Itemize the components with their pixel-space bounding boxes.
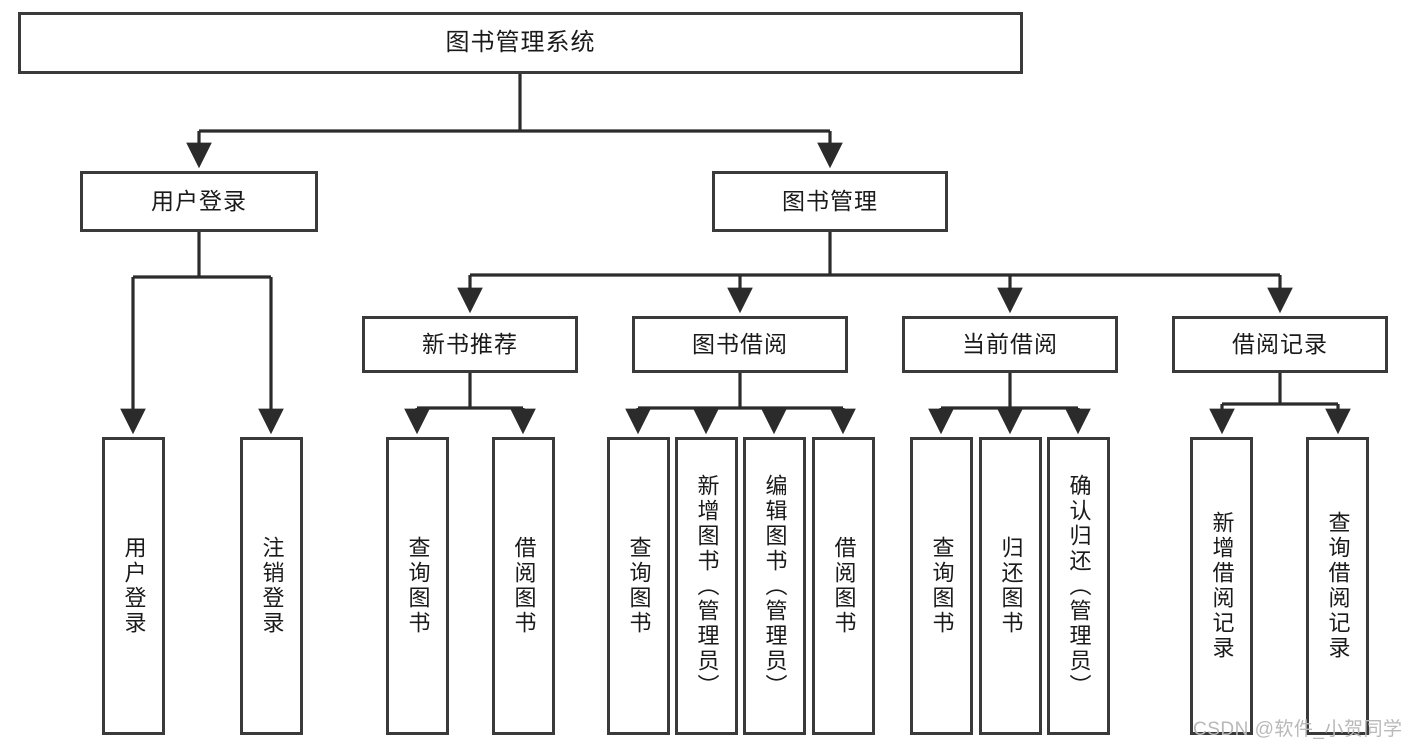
node-leaf-add-borrow-record-label: 新增借阅记录 — [1209, 511, 1235, 661]
node-leaf-return-book[interactable]: 归还图书 — [979, 437, 1042, 735]
node-user-login-label: 用户登录 — [151, 187, 247, 214]
node-leaf-query-book-3-label: 查询图书 — [929, 536, 955, 636]
node-leaf-query-book-3[interactable]: 查询图书 — [910, 437, 973, 735]
node-book-borrow-label: 图书借阅 — [692, 330, 788, 357]
node-leaf-add-book-admin-label: 新增图书（管理员） — [694, 473, 720, 699]
node-leaf-query-book-2[interactable]: 查询图书 — [607, 437, 670, 735]
node-current-borrow[interactable]: 当前借阅 — [902, 316, 1118, 373]
node-leaf-edit-book-admin[interactable]: 编辑图书（管理员） — [743, 437, 806, 735]
node-leaf-add-book-admin[interactable]: 新增图书（管理员） — [675, 437, 738, 735]
node-leaf-user-login-label: 用户登录 — [121, 536, 147, 636]
node-user-login[interactable]: 用户登录 — [80, 171, 318, 232]
node-leaf-borrow-book-2-label: 借阅图书 — [831, 536, 857, 636]
node-leaf-query-book-1-label: 查询图书 — [405, 536, 431, 636]
node-leaf-borrow-book-1[interactable]: 借阅图书 — [492, 437, 555, 735]
node-root-label: 图书管理系统 — [445, 28, 596, 56]
node-current-borrow-label: 当前借阅 — [962, 330, 1058, 357]
node-book-management-label: 图书管理 — [782, 187, 878, 214]
node-leaf-edit-book-admin-label: 编辑图书（管理员） — [762, 473, 788, 699]
node-borrow-record[interactable]: 借阅记录 — [1172, 316, 1388, 373]
node-leaf-add-borrow-record[interactable]: 新增借阅记录 — [1190, 437, 1253, 735]
node-leaf-user-login[interactable]: 用户登录 — [102, 437, 165, 735]
node-leaf-borrow-book-2[interactable]: 借阅图书 — [812, 437, 875, 735]
node-leaf-query-book-2-label: 查询图书 — [626, 536, 652, 636]
node-new-book-recommend[interactable]: 新书推荐 — [362, 316, 578, 373]
node-leaf-logout-login-label: 注销登录 — [259, 536, 285, 636]
node-book-borrow[interactable]: 图书借阅 — [632, 316, 848, 373]
node-new-book-recommend-label: 新书推荐 — [422, 330, 518, 357]
node-root-book-management-system[interactable]: 图书管理系统 — [18, 12, 1023, 74]
node-leaf-logout-login[interactable]: 注销登录 — [240, 437, 303, 735]
node-leaf-query-book-1[interactable]: 查询图书 — [386, 437, 449, 735]
node-leaf-borrow-book-1-label: 借阅图书 — [511, 536, 537, 636]
node-book-management[interactable]: 图书管理 — [712, 171, 948, 232]
node-leaf-query-borrow-record[interactable]: 查询借阅记录 — [1306, 437, 1369, 735]
node-leaf-query-borrow-record-label: 查询借阅记录 — [1325, 511, 1351, 661]
node-borrow-record-label: 借阅记录 — [1232, 330, 1328, 357]
node-leaf-confirm-return-admin-label: 确认归还（管理员） — [1066, 473, 1092, 699]
node-leaf-confirm-return-admin[interactable]: 确认归还（管理员） — [1047, 437, 1110, 735]
node-leaf-return-book-label: 归还图书 — [998, 536, 1024, 636]
